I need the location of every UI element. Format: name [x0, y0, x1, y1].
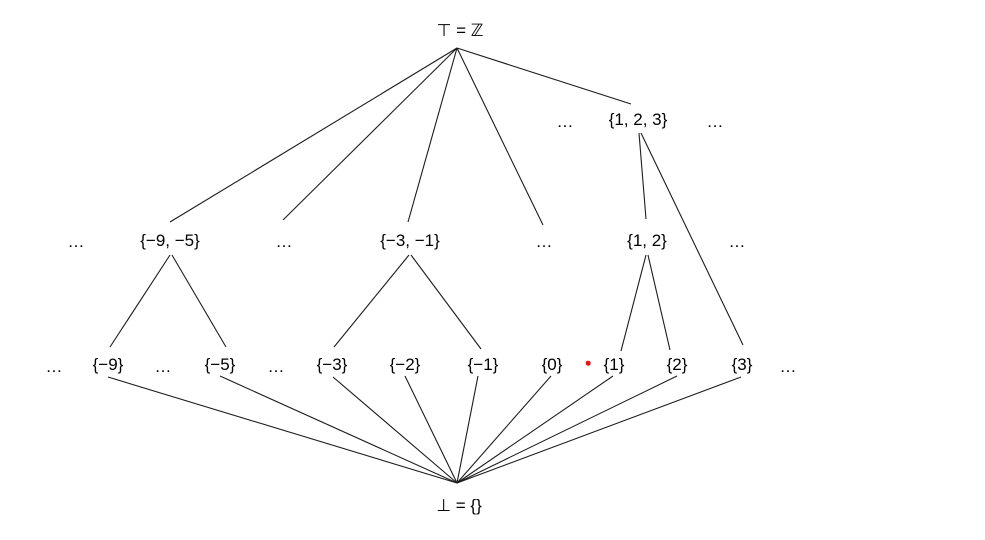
- edge-pair-1-2--single-2: [647, 254, 671, 351]
- node-dots-level1-4: …: [779, 357, 797, 376]
- edge-single-neg1--bottom: [456, 375, 479, 484]
- edge-pair-neg9-neg5--single-neg9: [109, 254, 171, 348]
- node-dots-level1-2: …: [154, 357, 172, 376]
- edge-top--dots-level2-3: [456, 47, 544, 226]
- node-single-neg9: {−9}: [92, 355, 124, 374]
- edge-triple-1-2-3--single-3: [640, 132, 744, 346]
- node-single-neg2: {−2}: [389, 355, 421, 374]
- edge-top--pair-neg9-neg5: [169, 47, 458, 223]
- node-dots-level2-2: …: [275, 232, 293, 251]
- edge-single-neg2--bottom: [404, 375, 458, 484]
- edge-single-neg9--bottom: [107, 376, 458, 484]
- edge-single-3--bottom: [456, 376, 742, 484]
- red-dot-marker: [585, 360, 591, 366]
- edge-single-2--bottom: [456, 375, 678, 484]
- node-single-3: {3}: [731, 355, 753, 374]
- edge-top--triple-1-2-3: [456, 47, 632, 105]
- node-pair-neg9-neg5: {−9, −5}: [140, 231, 200, 250]
- node-single-2: {2}: [666, 355, 688, 374]
- node-dots-level3-left: …: [556, 112, 574, 131]
- edge-pair-neg3-neg1--single-neg3: [333, 254, 410, 348]
- edge-single-1--bottom: [456, 375, 614, 484]
- node-triple-1-2-3: {1, 2, 3}: [608, 110, 668, 129]
- node-dots-level2-3: …: [535, 232, 553, 251]
- edge-pair-neg3-neg1--single-neg1: [410, 254, 482, 350]
- node-bottom: ⊥ = {}: [436, 496, 482, 515]
- edge-single-0--bottom: [456, 375, 552, 484]
- edge-pair-neg9-neg5--single-neg5: [171, 254, 227, 348]
- node-top: ⊤ = ℤ: [436, 21, 484, 40]
- edge-single-neg5--bottom: [219, 375, 458, 484]
- node-single-neg1: {−1}: [467, 355, 499, 374]
- node-dots-level2-1: …: [67, 232, 85, 251]
- node-pair-neg3-neg1: {−3, −1}: [380, 231, 440, 250]
- node-dots-level1-1: …: [45, 357, 63, 376]
- edge-single-neg3--bottom: [332, 376, 458, 484]
- node-dots-level1-3: …: [267, 357, 285, 376]
- node-single-1: {1}: [603, 355, 625, 374]
- node-dots-level3-right: …: [706, 112, 724, 131]
- edge-top--dots-level2-2: [282, 47, 458, 221]
- edge-top--pair-neg3-neg1: [407, 47, 458, 223]
- edge-pair-1-2--single-1: [620, 254, 647, 352]
- node-single-0: {0}: [541, 355, 563, 374]
- node-dots-level2-4: …: [728, 232, 746, 251]
- edge-triple-1-2-3--pair-1-2: [638, 132, 647, 220]
- node-pair-1-2: {1, 2}: [627, 231, 667, 250]
- node-single-neg3: {−3}: [316, 355, 348, 374]
- node-single-neg5: {−5}: [204, 355, 236, 374]
